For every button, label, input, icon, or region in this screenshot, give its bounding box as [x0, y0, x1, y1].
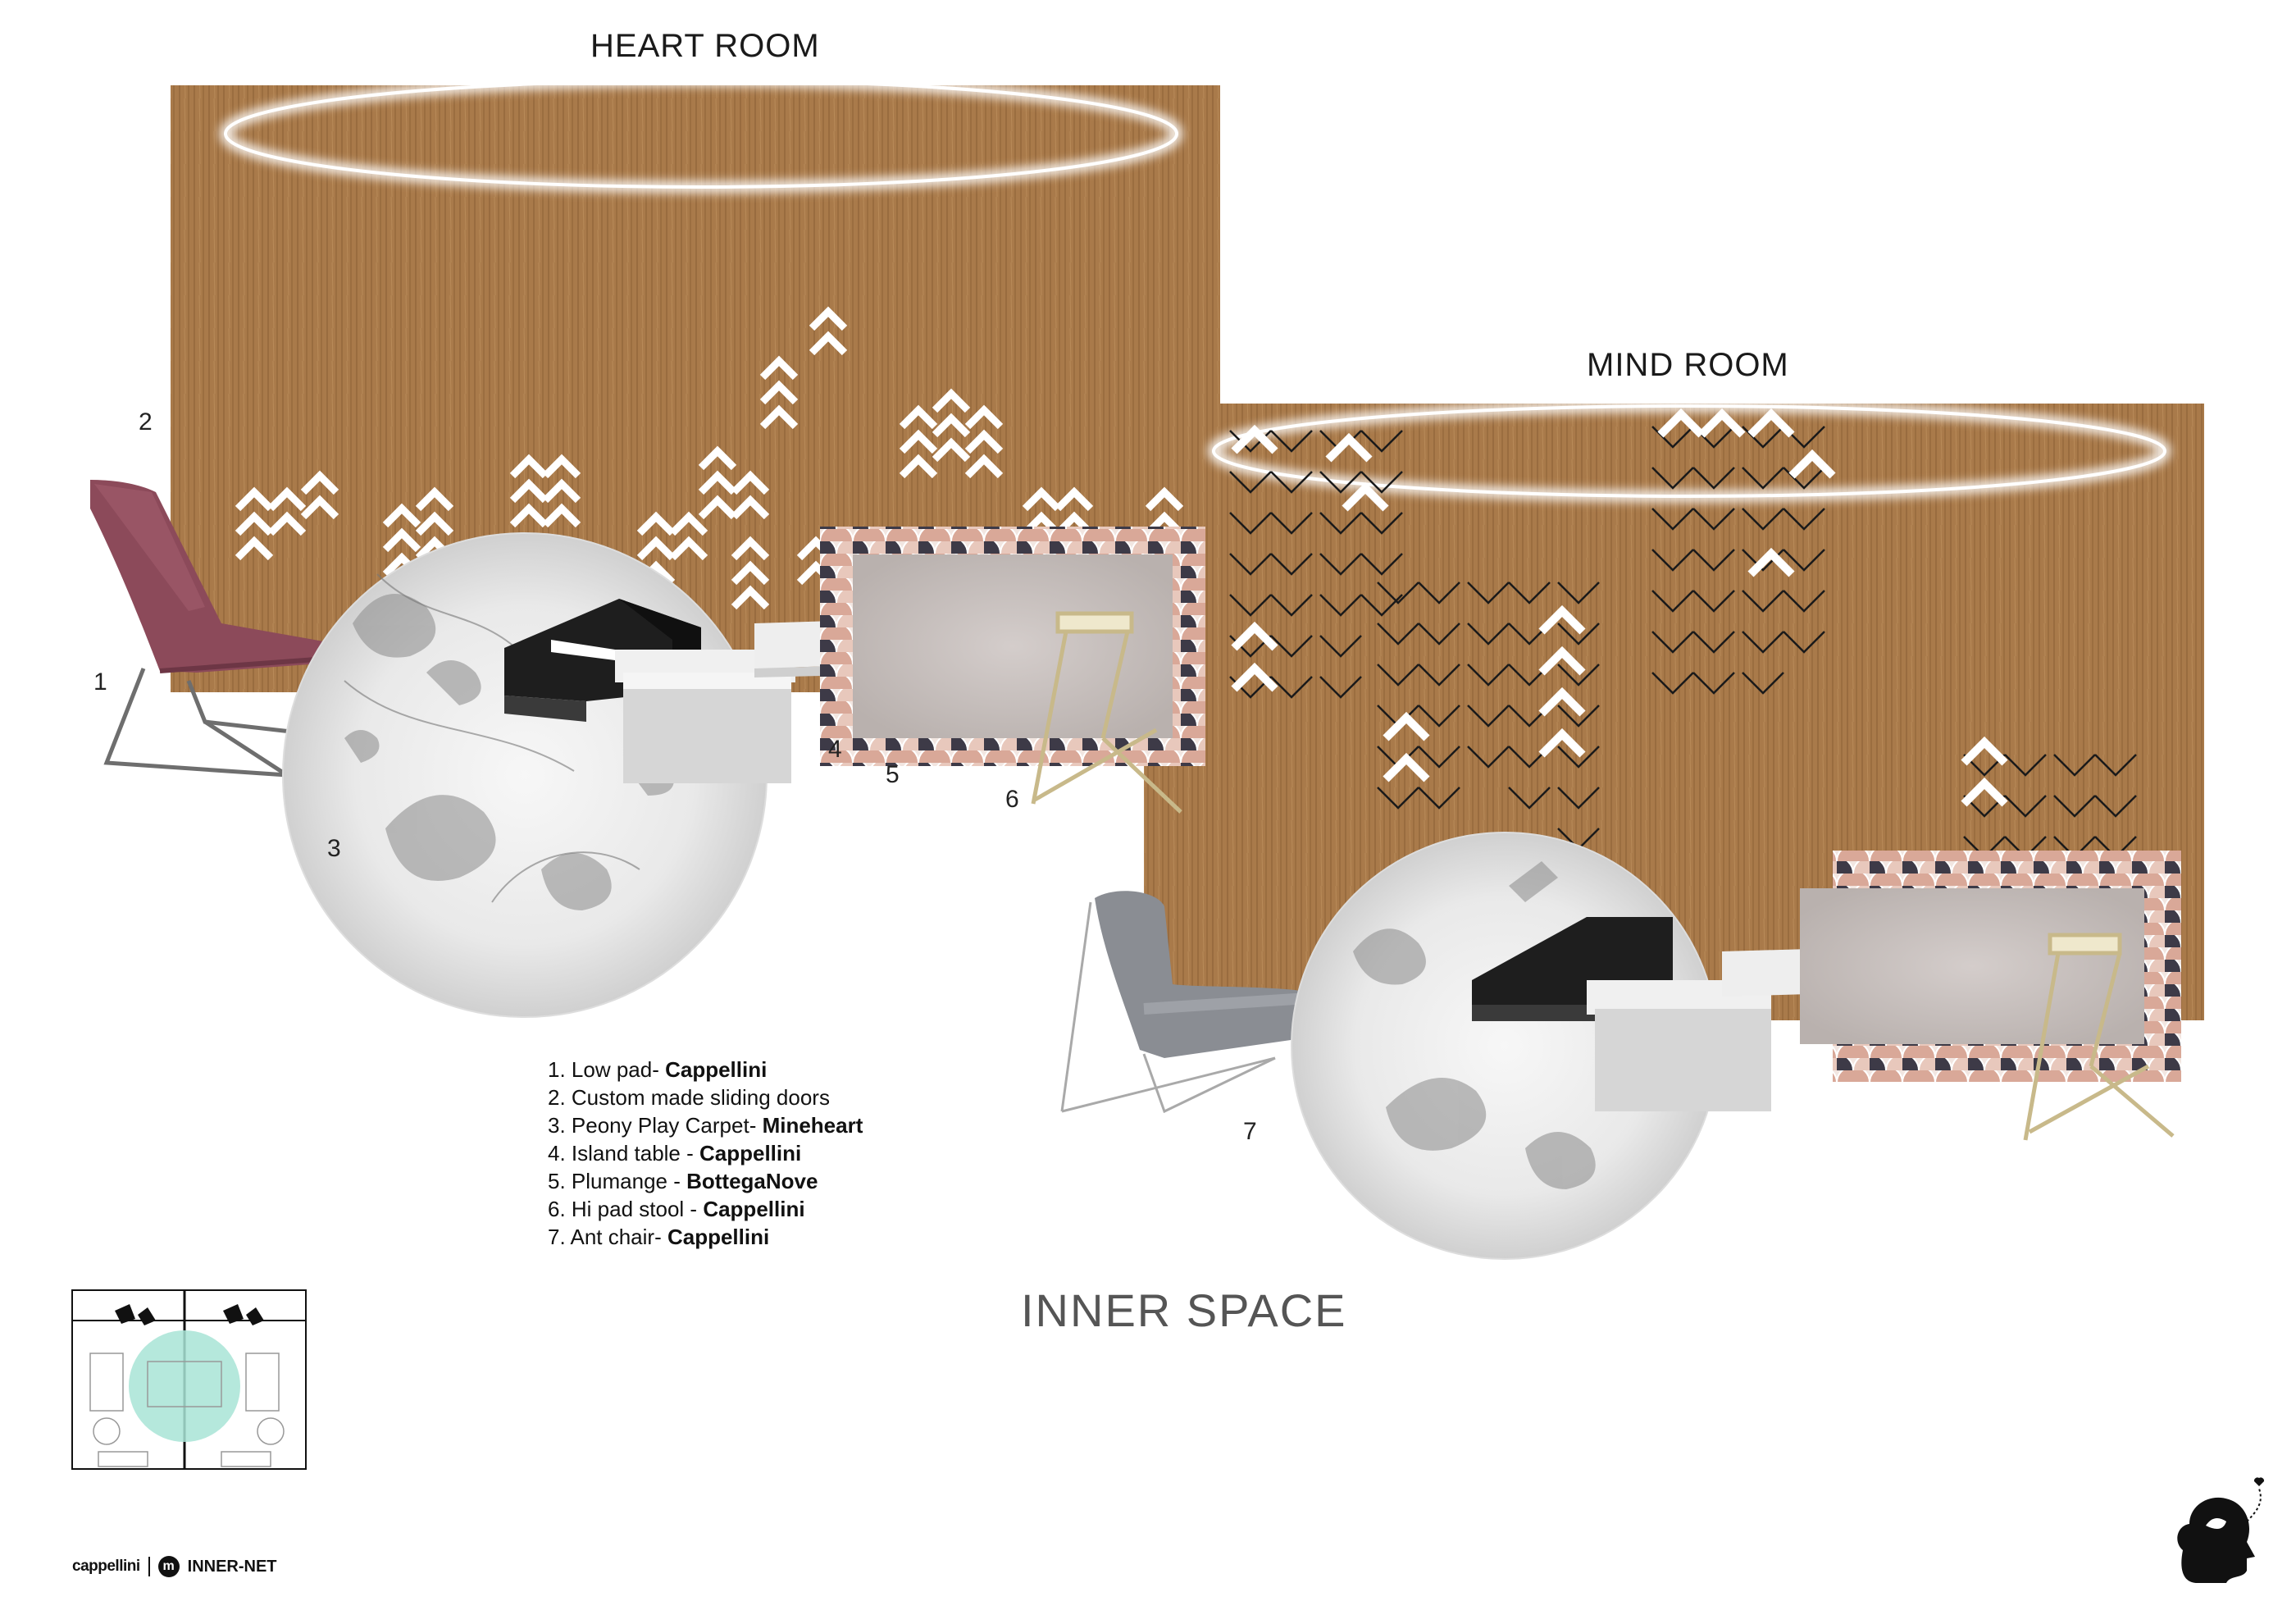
- callout-5: 5: [886, 761, 900, 788]
- callout-2: 2: [139, 408, 153, 436]
- inner-net-logo-icon: m: [157, 1556, 180, 1577]
- product-legend: 1. Low pad- Cappellini 2. Custom made sl…: [548, 1056, 863, 1251]
- callout-1: 1: [93, 668, 107, 696]
- legend-item: 2. Custom made sliding doors: [548, 1085, 830, 1110]
- callout-6: 6: [1005, 786, 1019, 813]
- section-title: INNER SPACE: [1021, 1284, 1347, 1336]
- floor-plan-icon: [71, 1289, 307, 1470]
- callout-3: 3: [327, 835, 341, 862]
- inner-net-logo-text: INNER-NET: [187, 1557, 277, 1576]
- callout-4: 4: [828, 736, 842, 763]
- brand-divider: [148, 1557, 150, 1576]
- legend-item: 3. Peony Play Carpet- Mineheart: [548, 1113, 863, 1138]
- head-heart-icon: [2177, 1477, 2265, 1583]
- legend-item: 5. Plumange - BottegaNove: [548, 1169, 818, 1193]
- callout-7: 7: [1243, 1118, 1257, 1145]
- mind-room-white-chevron-icon: [1231, 408, 2008, 807]
- mind-room-halo-light: [1208, 400, 2171, 502]
- footer-branding: cappellini m INNER-NET: [72, 1556, 277, 1577]
- cappellini-logo: cappellini: [72, 1558, 140, 1575]
- legend-item: 4. Island table - Cappellini: [548, 1141, 802, 1166]
- hi-pad-stool-2: [2023, 933, 2175, 1141]
- legend-item: 1. Low pad- Cappellini: [548, 1057, 768, 1082]
- mind-room-title: MIND ROOM: [1587, 347, 1789, 383]
- hi-pad-stool: [1031, 611, 1182, 814]
- heart-room-halo-light: [220, 75, 1182, 193]
- plumange-rug-2: [1800, 851, 2181, 1082]
- heart-room-chevron-pattern-icon: [235, 306, 1184, 610]
- plumange-rug: [820, 527, 1205, 766]
- legend-item: 6. Hi pad stool - Cappellini: [548, 1197, 805, 1221]
- heart-room-title: HEART ROOM: [590, 28, 820, 64]
- legend-item: 7. Ant chair- Cappellini: [548, 1225, 770, 1249]
